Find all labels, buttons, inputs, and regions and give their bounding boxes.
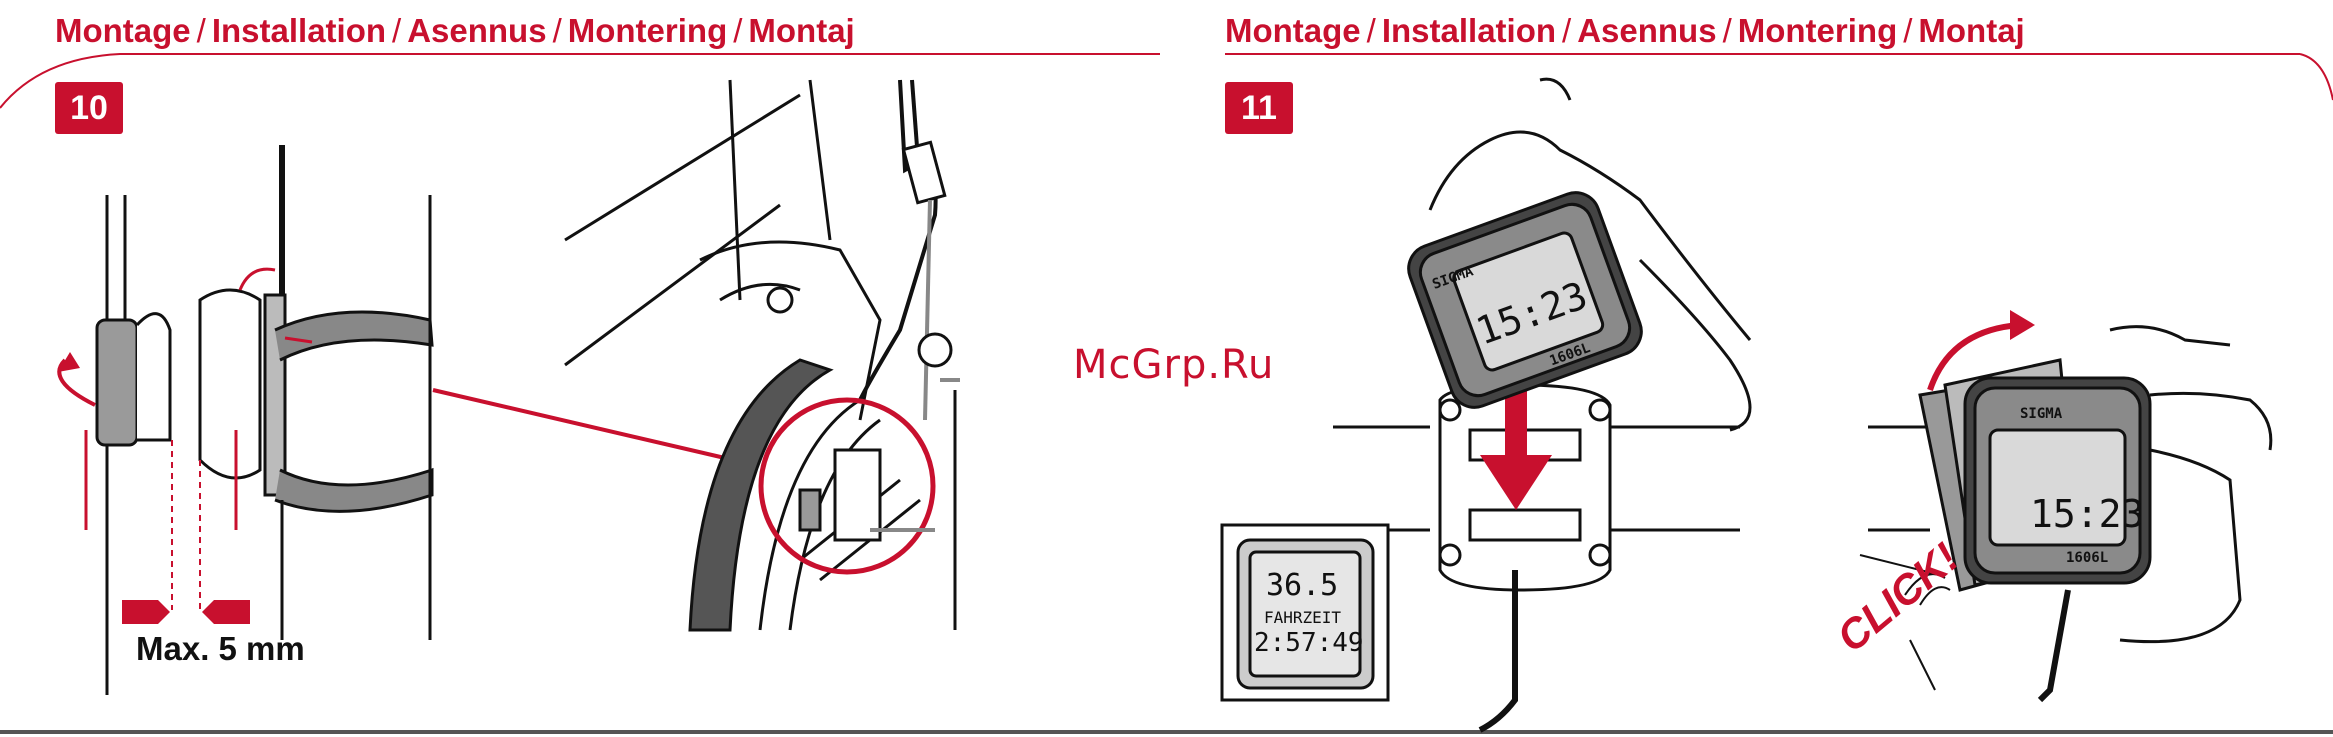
ride-time-readout: 2:57:49 [1254,628,1364,658]
heading-item: Asennus [407,12,546,49]
step-number-badge: 10 [55,82,123,134]
brand-label: SIGMA [1430,263,1475,292]
step-number-badge: 11 [1225,82,1293,134]
model-label: 1606L [2066,550,2108,566]
watermark: McGrp.Ru [1073,342,1274,388]
left-section-heading: Montage/Installation/Asennus/Montering/M… [55,12,855,50]
heading-item: Montaj [1918,12,2024,49]
mounted-device-screen: SIGMA 15:23 1606L [1990,400,2130,570]
heading-item: Montaj [748,12,854,49]
heading-item: Montage [1225,12,1361,49]
time-readout: 15:23 [1470,273,1593,353]
heading-item: Installation [1382,12,1556,49]
heading-item: Asennus [1577,12,1716,49]
speed-readout: 36.5 [1266,568,1338,603]
time-readout: 15:23 [2030,492,2144,536]
heading-item: Installation [212,12,386,49]
right-section-heading: Montage/Installation/Asennus/Montering/M… [1225,12,2025,50]
device-mount-illustration [1333,79,1750,730]
inset-display-screen: 36.5 FAHRZEIT 2:57:49 [1252,556,1360,674]
left-header-rule [0,54,1160,108]
brand-label: SIGMA [2020,406,2062,422]
heading-item: Montering [1738,12,1897,49]
heading-item: Montage [55,12,191,49]
heading-item: Montering [568,12,727,49]
max-distance-label: Max. 5 mm [136,630,305,668]
display-mode-label: FAHRZEIT [1264,608,1341,627]
wheel-detail-illustration [565,80,960,630]
sensor-mount-illustration [58,145,755,695]
model-label: 1606L [1548,340,1593,369]
